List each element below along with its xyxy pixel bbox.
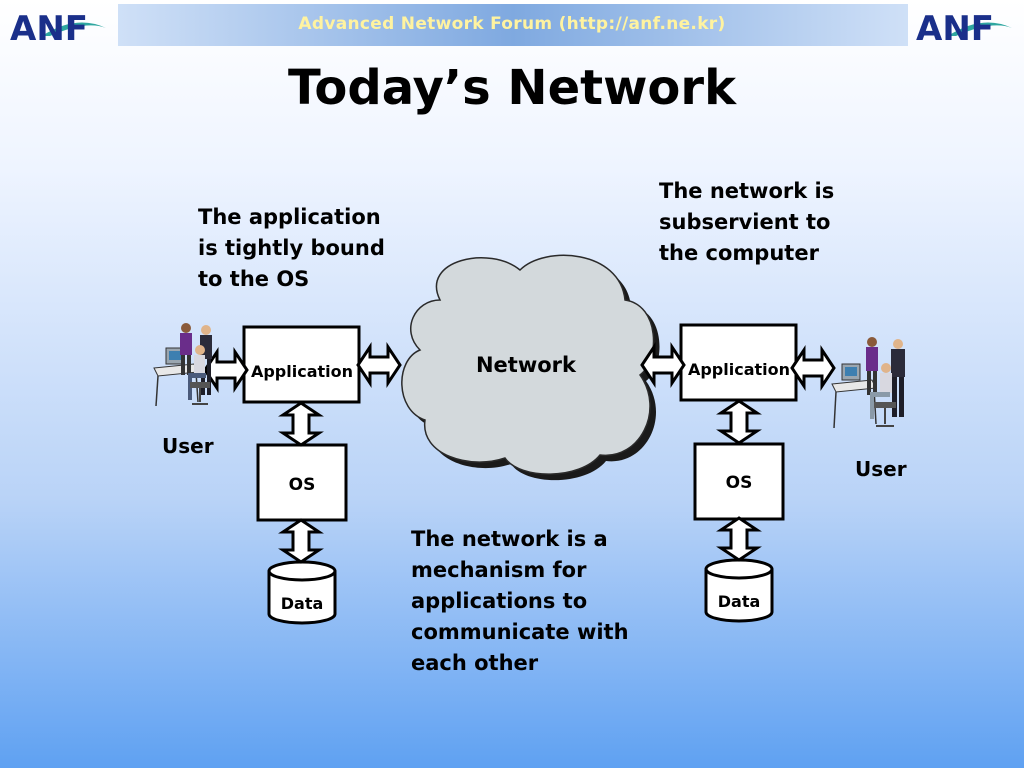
left-app-network-arrow <box>356 345 402 385</box>
note-line: to the OS <box>198 267 310 291</box>
right-user-clipart <box>831 337 905 429</box>
right-data-label: Data <box>718 592 761 611</box>
note-mechanism: The network is a mechanism for applicati… <box>411 524 629 679</box>
note-line: mechanism for <box>411 558 587 582</box>
note-line: The network is a <box>411 527 608 551</box>
left-user-label: User <box>162 434 214 458</box>
note-line: the computer <box>659 241 819 265</box>
left-app-os-arrow <box>281 401 321 447</box>
note-line: each other <box>411 651 539 675</box>
right-os-box <box>693 442 785 521</box>
right-user-label: User <box>855 457 907 481</box>
right-app-user-arrow <box>790 348 836 388</box>
header-bar <box>118 4 908 46</box>
network-label: Network <box>476 353 577 377</box>
note-line: communicate with <box>411 620 629 644</box>
left-os-label: OS <box>289 475 316 495</box>
logo-text-right: ANF <box>916 9 994 48</box>
note-line: is tightly bound <box>198 236 385 260</box>
note-subservient: The network is subservient to the comput… <box>659 176 834 269</box>
left-user-clipart <box>153 323 212 407</box>
note-application-bound: The application is tightly bound to the … <box>198 202 385 295</box>
forum-header-text: Advanced Network Forum (http://anf.ne.kr… <box>298 14 726 34</box>
anf-logo-left: ANF <box>6 6 110 49</box>
left-data-label: Data <box>281 594 324 613</box>
right-os-label: OS <box>726 473 753 493</box>
left-os-data-arrow <box>281 518 321 564</box>
right-data-cylinder <box>704 558 774 623</box>
right-application-label: Application <box>688 360 790 379</box>
anf-logo-right: ANF <box>912 6 1016 49</box>
note-line: subservient to <box>659 210 831 234</box>
left-application-label: Application <box>251 362 353 381</box>
right-app-os-arrow <box>719 399 759 445</box>
note-line: The network is <box>659 179 835 203</box>
network-cloud <box>401 254 655 475</box>
left-data-cylinder <box>267 560 337 625</box>
logo-text-left: ANF <box>10 9 88 48</box>
slide-title: Today’s Network <box>287 60 736 116</box>
note-line: The application <box>198 205 381 229</box>
left-os-box <box>256 443 348 522</box>
right-os-data-arrow <box>719 516 759 562</box>
note-line: applications to <box>411 589 588 613</box>
